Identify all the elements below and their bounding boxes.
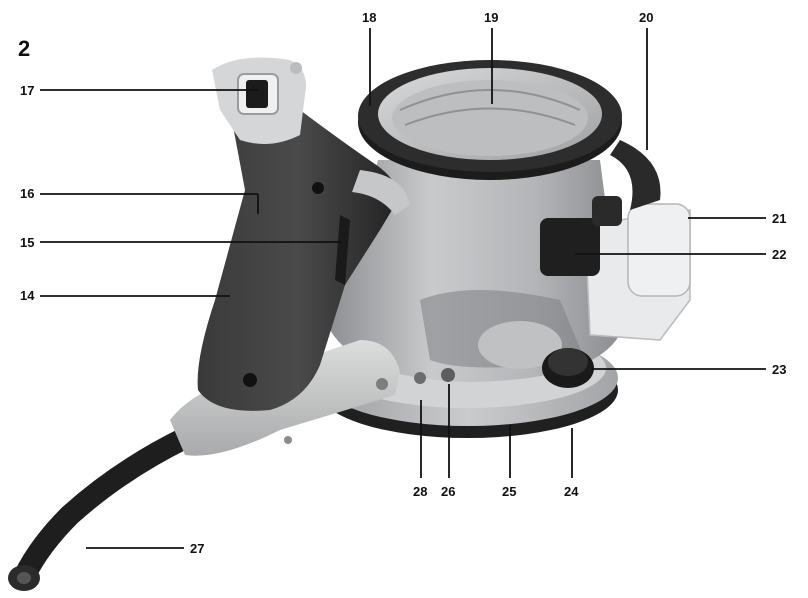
callout-label-26: 26 — [441, 484, 455, 499]
figure-number: 2 — [18, 36, 30, 61]
callout-22: 22 — [575, 247, 786, 262]
callout-15: 15 — [20, 235, 342, 250]
callout-label-19: 19 — [484, 10, 498, 25]
callout-25: 25 — [502, 425, 516, 499]
callout-label-16: 16 — [20, 186, 34, 201]
callout-24: 24 — [564, 428, 579, 499]
callout-14: 14 — [20, 288, 230, 303]
callout-18: 18 — [362, 10, 376, 106]
callout-label-17: 17 — [20, 83, 34, 98]
callout-label-23: 23 — [772, 362, 786, 377]
mount-holes — [414, 368, 455, 384]
callout-26: 26 — [441, 384, 455, 499]
callout-label-25: 25 — [502, 484, 516, 499]
callout-label-14: 14 — [20, 288, 35, 303]
callout-label-20: 20 — [639, 10, 653, 25]
callout-label-28: 27 — [190, 541, 204, 556]
callout-label-27: 28 — [413, 484, 427, 499]
router-housing — [330, 160, 622, 382]
locking-knob — [542, 348, 594, 388]
callout-23: 23 — [592, 362, 786, 377]
depth-ring — [358, 60, 622, 180]
switch-cap — [212, 57, 306, 144]
callout-label-22: 22 — [772, 247, 786, 262]
callout-28: 27 — [86, 541, 204, 556]
callout-label-18: 18 — [362, 10, 376, 25]
callout-label-24: 24 — [564, 484, 579, 499]
callout-label-21: 21 — [772, 211, 786, 226]
callout-21: 21 — [688, 211, 786, 226]
callout-20: 20 — [639, 10, 653, 150]
power-cord — [8, 427, 196, 591]
callout-label-15: 15 — [20, 235, 34, 250]
callout-27: 28 — [413, 400, 427, 499]
clamp-lever — [540, 196, 622, 276]
chip-shield — [584, 203, 691, 341]
grip-handle — [197, 97, 410, 411]
callout-16: 16 — [20, 186, 259, 214]
callout-19: 19 — [484, 10, 498, 104]
fine-adjust-wheel — [610, 140, 661, 210]
callout-17: 17 — [20, 83, 258, 98]
